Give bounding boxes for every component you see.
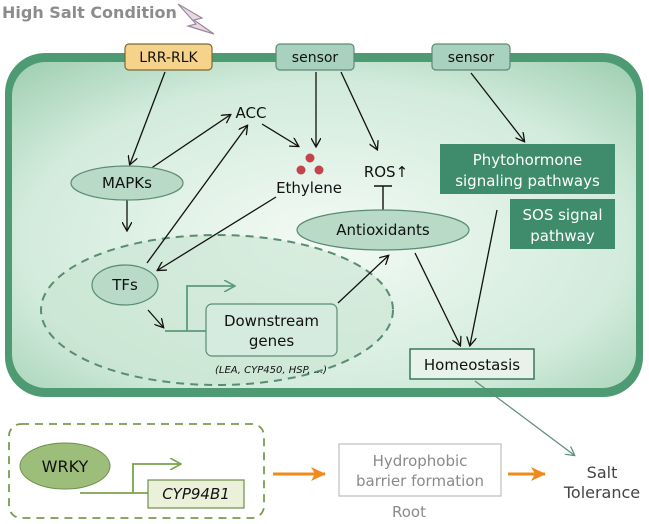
cyp94b1-gene: CYP94B1: [147, 479, 245, 509]
inhibition-antioxidants-ros: [374, 185, 392, 213]
downstream-genes-node: Downstream genes: [205, 303, 338, 357]
ros-label: ROS↑: [364, 163, 408, 181]
root-label: Root: [392, 503, 426, 521]
antioxidants-label: Antioxidants: [336, 221, 430, 239]
tfs-node: TFs: [91, 264, 159, 306]
arrow-sensor-to-ros: [340, 71, 377, 149]
arrow-tfs-to-downstream: [147, 309, 163, 327]
arrow-tfs-to-acc: [146, 126, 247, 264]
arrow-ethylene-to-tfs: [158, 196, 277, 270]
arrow-mapks-to-acc: [149, 115, 230, 170]
downstream-genes-examples: (LEA, CYP450, HSP, ...): [215, 365, 327, 376]
arrow-sensor-to-phytohormone: [470, 72, 524, 141]
homeostasis-label: Homeostasis: [424, 356, 520, 374]
hydrophobic-barrier-box: Hydrophobic barrier formation: [338, 443, 502, 497]
sensor-right: sensor: [431, 43, 511, 71]
phytohormone-line2: signaling pathways: [455, 172, 600, 190]
ethylene-label: Ethylene: [276, 179, 342, 197]
ethylene-molecule-icon: [296, 153, 324, 175]
arrow-antioxidants-to-homeostasis: [414, 252, 460, 345]
arrow-sos-to-homeostasis: [470, 209, 498, 345]
lightning-bolt-icon: [177, 3, 215, 35]
arrow-lrr-to-mapks: [130, 71, 166, 164]
wrky-label: WRKY: [42, 457, 89, 476]
sensor-left-label: sensor: [292, 50, 339, 66]
gene-promoter-arrow: [165, 286, 234, 332]
barrier-line1: Hydrophobic: [373, 452, 468, 470]
title: High Salt Condition: [2, 3, 177, 22]
lrr-rlk-receptor: LRR-RLK: [124, 43, 213, 71]
sensor-left: sensor: [275, 43, 355, 71]
root-dashed-box: [8, 423, 265, 519]
homeostasis-node: Homeostasis: [409, 348, 535, 380]
antioxidants-node: Antioxidants: [296, 209, 470, 251]
lrr-rlk-label: LRR-RLK: [139, 50, 198, 66]
phytohormone-line1: Phytohormone: [473, 151, 583, 169]
sos-pathway-box: SOS signal pathway: [510, 199, 615, 249]
mapks-node: MAPKs: [70, 165, 184, 201]
arrow-downstream-to-antioxidants: [337, 256, 388, 304]
phytohormone-pathway-box: Phytohormone signaling pathways: [440, 144, 615, 194]
sensor-right-label: sensor: [448, 50, 495, 66]
downstream-genes-line2: genes: [249, 332, 294, 350]
salt-tolerance-line2: Tolerance: [563, 483, 640, 502]
tfs-label: TFs: [111, 276, 138, 294]
cyp94b1-label: CYP94B1: [162, 485, 230, 503]
downstream-genes-line1: Downstream: [224, 312, 319, 330]
mapks-label: MAPKs: [102, 174, 152, 192]
arrow-homeostasis-to-salt-tolerance: [474, 380, 574, 455]
wrky-node: WRKY: [19, 442, 111, 490]
arrow-acc-to-ethylene: [261, 123, 298, 146]
sos-line1: SOS signal: [523, 206, 603, 224]
sos-line2: pathway: [530, 227, 595, 245]
acc-label: ACC: [236, 104, 267, 122]
barrier-line2: barrier formation: [356, 472, 484, 490]
salt-tolerance-line1: Salt: [587, 463, 618, 482]
cyp94b1-promoter-arrow: [80, 464, 180, 494]
